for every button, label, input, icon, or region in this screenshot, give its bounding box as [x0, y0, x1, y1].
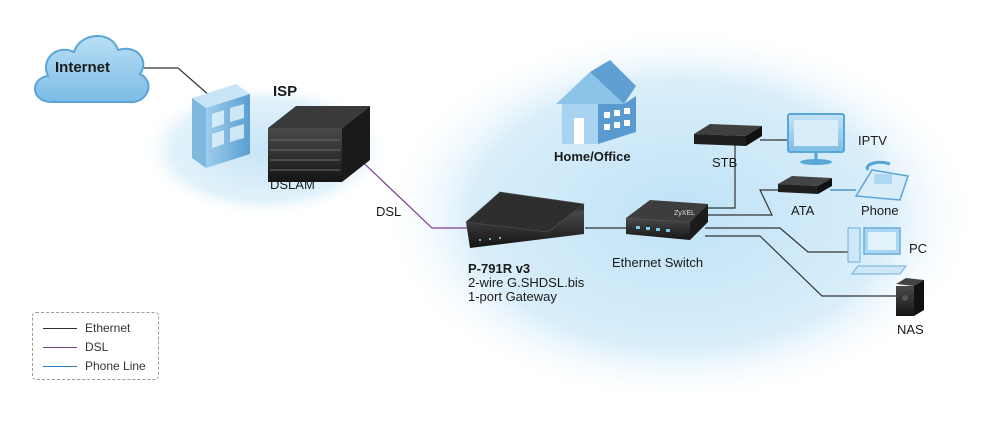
legend-swatch-dsl	[43, 347, 77, 348]
internet-cloud	[34, 35, 150, 104]
ata-label: ATA	[791, 203, 815, 218]
router-desc-line3: 1-port Gateway	[468, 289, 557, 304]
pc-label: PC	[909, 241, 928, 256]
switch-to-pc-line	[705, 227, 850, 253]
isp-label: ISP	[273, 83, 298, 100]
ethernet-switch-label: Ethernet Switch	[612, 255, 704, 270]
router-model-label: P-791R v3	[468, 261, 531, 276]
stb-device	[694, 124, 762, 146]
telephone-icon	[854, 169, 909, 201]
connections	[118, 67, 898, 297]
router-desc-line2: 2-wire G.SHDSL.bis	[468, 275, 585, 290]
legend-item-dsl: DSL	[43, 340, 158, 354]
home-office-label: Home/Office	[554, 149, 631, 164]
ata-icon	[778, 184, 818, 194]
switch-to-ata-line	[705, 189, 778, 216]
legend-label-dsl: DSL	[85, 340, 109, 354]
pc-device	[847, 227, 907, 275]
iptv-label: IPTV	[858, 133, 887, 148]
dslam	[268, 106, 370, 182]
legend-swatch-phone-line	[43, 366, 77, 367]
legend-label-phone-line: Phone Line	[85, 359, 146, 373]
router-device	[465, 191, 585, 248]
set-top-box-icon	[694, 134, 746, 146]
dsl-label: DSL	[376, 204, 402, 219]
switch-to-nas-line	[705, 235, 898, 297]
internet-label: Internet	[55, 59, 111, 76]
dslam-rack-icon	[268, 128, 342, 182]
iptv-device	[787, 113, 845, 165]
isp-building	[192, 84, 250, 168]
ethernet-switch	[626, 200, 708, 240]
dslam-to-router-dsl-line	[349, 149, 468, 229]
switch-brand-label: ZyXEL	[674, 210, 696, 217]
phone-label: Phone	[861, 203, 899, 218]
cloud-icon	[34, 35, 150, 104]
legend: Ethernet DSL Phone Line	[32, 312, 159, 380]
dslam-label: DSLAM	[270, 177, 315, 192]
ata-device	[778, 176, 832, 194]
nas-device	[896, 278, 924, 316]
nas-label: NAS	[897, 322, 924, 337]
stb-label: STB	[712, 155, 738, 170]
legend-swatch-ethernet	[43, 328, 77, 329]
phone-device	[854, 160, 909, 201]
legend-item-ethernet: Ethernet	[43, 321, 158, 335]
legend-label-ethernet: Ethernet	[85, 321, 131, 335]
legend-item-phone-line: Phone Line	[43, 359, 158, 373]
home-office-house	[556, 60, 636, 144]
